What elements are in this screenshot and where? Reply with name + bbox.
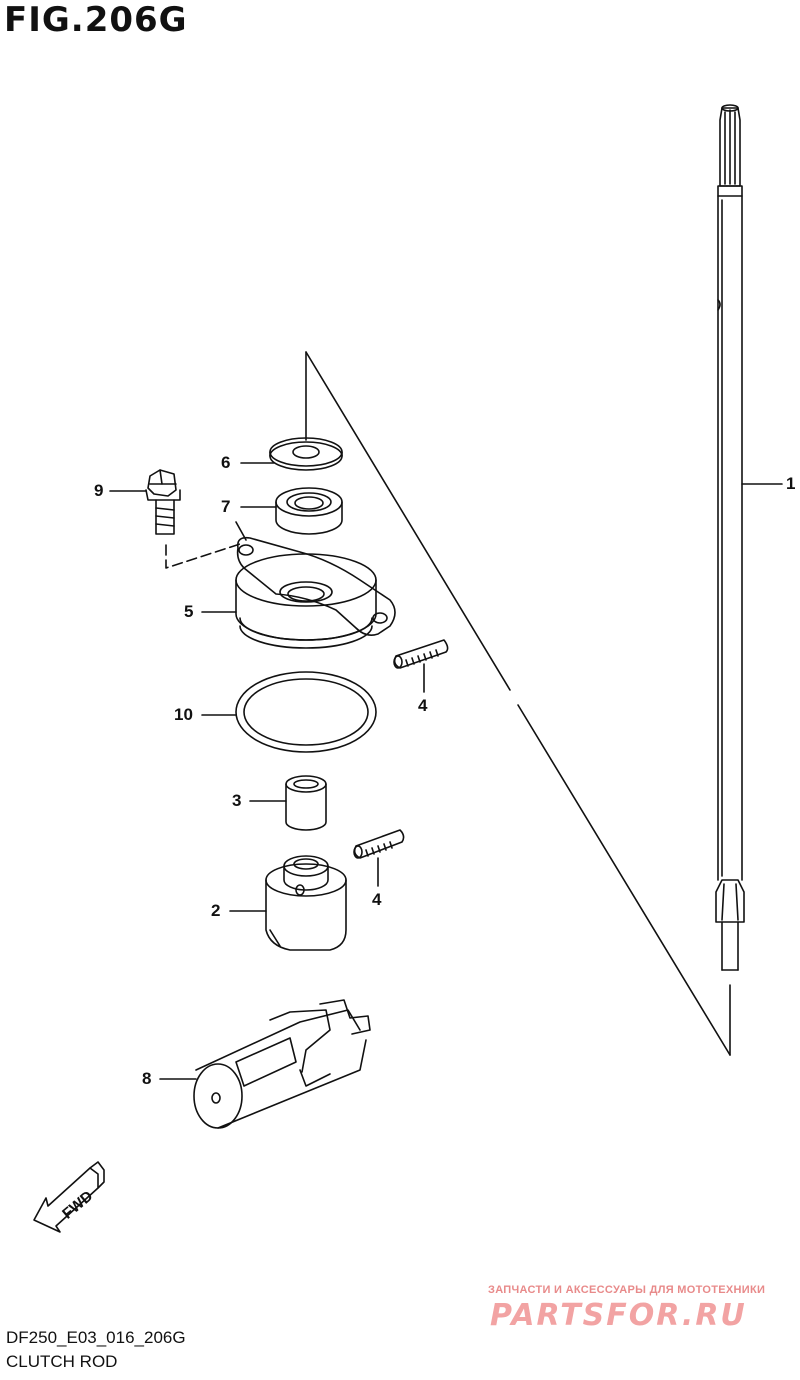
o-ring-part — [235, 671, 377, 753]
callout-2: 2 — [211, 901, 221, 920]
clutch-link-part — [193, 999, 371, 1129]
callout-6: 6 — [221, 453, 231, 472]
callout-1: 1 — [786, 474, 796, 493]
spring-pin-lower-part — [353, 829, 405, 859]
callout-8: 8 — [142, 1069, 152, 1088]
bolt-part — [145, 469, 181, 535]
washer-part — [269, 437, 343, 471]
spring-pin-upper-part — [393, 639, 449, 669]
figure-title: FIG.206G — [4, 0, 188, 40]
fwd-arrow-icon: FWD — [33, 1161, 105, 1233]
callout-4-lower: 4 — [372, 890, 382, 909]
callout-10: 10 — [174, 705, 193, 724]
bushing-part — [285, 775, 327, 831]
callout-9: 9 — [94, 481, 104, 500]
clutch-shifter-part — [265, 855, 347, 951]
callout-3: 3 — [232, 791, 242, 810]
oil-seal-part — [275, 487, 343, 535]
watermark-logo: PARTSFOR.RU — [490, 1298, 747, 1333]
section-name: CLUTCH ROD — [6, 1352, 118, 1371]
clutch-rod-part — [715, 104, 745, 1056]
callout-7: 7 — [221, 497, 231, 516]
rod-guide-part — [235, 536, 396, 649]
watermark-caption: ЗАПЧАСТИ И АКСЕССУАРЫ ДЛЯ МОТОТЕХНИКИ — [488, 1284, 766, 1296]
fwd-label: FWD — [59, 1187, 96, 1222]
callout-4-upper: 4 — [418, 696, 428, 715]
callout-5: 5 — [184, 602, 194, 621]
model-code: DF250_E03_016_206G — [6, 1328, 186, 1347]
